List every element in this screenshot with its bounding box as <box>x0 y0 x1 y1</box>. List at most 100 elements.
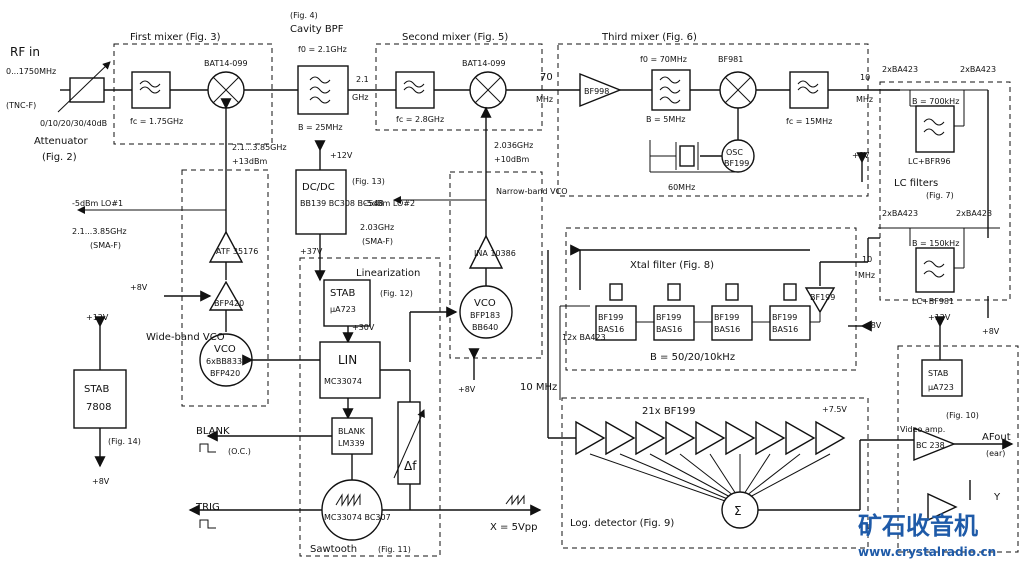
vco1-tr-label: BFP420 <box>210 369 240 378</box>
second-mixer-group <box>375 43 543 131</box>
lc-filters-label: LC filters <box>894 178 938 189</box>
lin-label: LIN <box>338 353 357 367</box>
mhz10a-unit: MHz <box>856 95 873 104</box>
videoamp-label: Video amp. <box>900 425 945 434</box>
p8c-label: +8V <box>458 385 476 394</box>
xtal-stage-4 <box>769 305 811 341</box>
afout-label: AFout <box>982 432 1011 443</box>
second-mixer-title: Second mixer (Fig. 5) <box>402 32 508 43</box>
log-amplifier-chain <box>575 420 846 456</box>
watermark-cn: 矿石收音机 <box>858 512 978 540</box>
osc-label: OSC <box>726 148 743 157</box>
mhz10c-label: 10 MHz <box>520 382 557 393</box>
video-amplifier <box>913 426 956 462</box>
lc-bf-label: LC+BF981 <box>912 297 954 306</box>
smaf1-label: (SMA-F) <box>90 241 121 250</box>
p30-label: +30V <box>352 323 375 332</box>
bf981-label: BF981 <box>718 55 743 64</box>
tncf-label: (TNC-F) <box>6 101 36 110</box>
p8e-label: +8V <box>982 327 1000 336</box>
stab3-label: STAB <box>928 369 948 378</box>
xtal-bas16-2: BAS16 <box>656 325 682 334</box>
lo2-out-label: 2.03GHz <box>360 223 394 232</box>
xtal-bf199-2: BF199 <box>656 313 681 322</box>
p8b-label: +8V <box>130 283 148 292</box>
smaf2-label: (SMA-F) <box>362 237 393 246</box>
linearization-label: Linearization <box>356 268 420 279</box>
blank-out-label: BLANK <box>196 426 230 437</box>
stab-ua723 <box>323 279 371 327</box>
xtal-stage-3 <box>711 305 753 341</box>
crystal-60mhz <box>679 145 695 167</box>
bb-top-l-label: 2xBA423 <box>882 65 918 74</box>
sawtooth-label: Sawtooth <box>310 544 357 555</box>
ghz21-label: 2.1 <box>356 75 369 84</box>
xtal-stage-2 <box>653 305 695 341</box>
stab1-ic-label: µA723 <box>330 305 356 314</box>
fc2-label: fc = 2.8GHz <box>396 115 444 124</box>
first-mixer-group <box>113 43 273 145</box>
f0-cav-label: f0 = 2.1GHz <box>298 45 347 54</box>
bf998-label: BF998 <box>584 87 609 96</box>
bat2-label: BAT14-099 <box>462 59 506 68</box>
blank-ic-label: LM339 <box>338 439 365 448</box>
mhz60-label: 60MHz <box>668 183 695 192</box>
cavity-label: Cavity BPF <box>290 24 344 35</box>
y-out-label: Y <box>993 492 1001 503</box>
fc1-label: fc = 1.75GHz <box>130 117 183 126</box>
trig-label: TRIG <box>195 502 220 513</box>
bat1-label: BAT14-099 <box>204 59 248 68</box>
attenuator-block <box>69 77 105 103</box>
xtal-title: Xtal filter (Fig. 8) <box>630 260 714 271</box>
b-xtal-label: B = 50/20/10kHz <box>650 352 735 363</box>
p75-label: +7.5V <box>822 405 847 414</box>
watermark-url: www.crystalradio.cn <box>858 545 996 559</box>
fig13-label: (Fig. 13) <box>352 177 385 186</box>
p12c-label: +12V <box>928 313 951 322</box>
lc-filter-bf981 <box>915 247 955 293</box>
stab1-label: STAB <box>330 288 356 299</box>
narrowband-label: Narrow-band VCO <box>496 187 568 196</box>
b150-label: B = 150kHz <box>912 239 959 248</box>
vco2-tr-label: BFP183 <box>470 311 500 320</box>
cavity-bpf <box>297 65 349 115</box>
bandpass-70mhz <box>651 69 691 111</box>
mhz10b-label: 10 <box>862 255 872 264</box>
vco2-label: VCO <box>474 298 496 309</box>
stab3-ic-label: µA723 <box>928 383 954 392</box>
p12b-label: +12V <box>86 313 109 322</box>
third-mixer-group <box>557 43 869 197</box>
bb-top-r-label: 2xBA423 <box>960 65 996 74</box>
lo1-level-label: +13dBm <box>232 157 267 166</box>
fig11-label: (Fig. 11) <box>378 545 411 554</box>
dcdc-parts-label: BB139 BC308 BC548 <box>300 199 384 208</box>
lo2-freq-label: 2.036GHz <box>494 141 533 150</box>
ear-label: (ear) <box>986 449 1005 458</box>
bf998-amplifier <box>579 72 622 108</box>
delta-f-label: Δf <box>404 459 417 473</box>
mhz10a-label: 10 <box>860 73 870 82</box>
vco1-parts-label: 6xBB833 <box>206 357 242 366</box>
lc-bfr-label: LC+BFR96 <box>908 157 951 166</box>
xtal-filter-group <box>565 227 857 371</box>
xtal-bas16-4: BAS16 <box>772 325 798 334</box>
mhz10b-unit: MHz <box>858 271 875 280</box>
lowpass-filter-2 <box>395 71 435 109</box>
blank-comparator <box>331 417 373 455</box>
dcdc-group <box>181 169 269 407</box>
bb-mid-r-label: 2xBA423 <box>956 209 992 218</box>
blank-box-label: BLANK <box>338 427 366 436</box>
vco2-var-label: BB640 <box>472 323 498 332</box>
stab-7808 <box>73 369 127 429</box>
stab-ua723-video <box>921 359 963 397</box>
ina10386-amplifier <box>468 234 504 269</box>
p37-label: +37V <box>300 247 323 256</box>
linearization-group <box>299 257 441 557</box>
p12a-label: +12V <box>330 151 353 160</box>
xout-label: X = 5Vpp <box>490 522 538 533</box>
lo1-out-label: 2.1...3.85GHz <box>72 227 127 236</box>
rf-range-label: 0...1750MHz <box>6 67 56 76</box>
att-steps-label: 0/10/20/30/40dB <box>40 119 107 128</box>
lowpass-15mhz <box>789 71 829 109</box>
